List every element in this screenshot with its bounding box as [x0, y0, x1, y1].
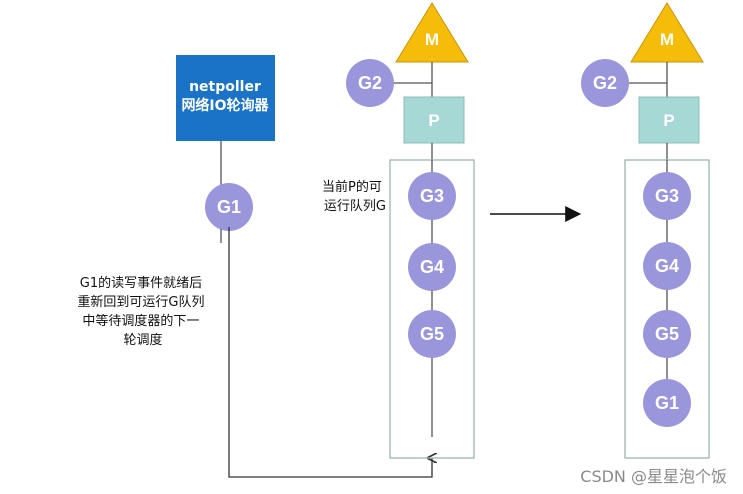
watermark: CSDN @星星泡个饭 — [580, 467, 727, 486]
g2-goroutine-middle — [346, 59, 394, 107]
return-note: G1的读写事件就绪后 重新回到可运行G队列 中等待调度器的下一 轮调度 — [77, 275, 208, 348]
processor-label-middle: P — [428, 111, 439, 130]
netpoller-subtitle: 网络IO轮询器 — [181, 97, 269, 114]
g1-label-right: G1 — [655, 393, 679, 413]
processor-label-right: P — [663, 111, 674, 130]
machine-label-right: M — [660, 30, 674, 49]
g2-label-right: G2 — [593, 73, 617, 93]
machine-label-middle: M — [425, 30, 439, 49]
g5-label-middle: G5 — [420, 324, 444, 344]
processor-box-middle — [403, 96, 465, 144]
g5-goroutine-middle — [408, 310, 456, 358]
g4-goroutine-right — [643, 242, 691, 290]
g1-goroutine-right — [643, 379, 691, 427]
g4-label-middle: G4 — [420, 257, 444, 277]
g2-label-middle: G2 — [358, 73, 382, 93]
g5-label-right: G5 — [655, 324, 679, 344]
g2-goroutine-right — [581, 59, 629, 107]
netpoller-box — [176, 55, 275, 141]
g4-label-right: G4 — [655, 256, 679, 276]
run-queue-label: 当前P的可 运行队列G — [322, 179, 386, 214]
netpoller-group: netpoller 网络IO轮询器 — [176, 55, 275, 141]
g4-goroutine-middle — [408, 243, 456, 291]
g3-label-right: G3 — [655, 186, 679, 206]
g3-goroutine-middle — [408, 172, 456, 220]
g5-goroutine-right — [643, 310, 691, 358]
g3-label-middle: G3 — [420, 186, 444, 206]
processor-box-right — [638, 96, 700, 144]
return-path-arrow — [228, 227, 432, 478]
g1-goroutine — [205, 183, 253, 231]
g3-goroutine-right — [643, 172, 691, 220]
g1-label: G1 — [217, 197, 241, 217]
netpoller-title: netpoller — [189, 79, 261, 95]
